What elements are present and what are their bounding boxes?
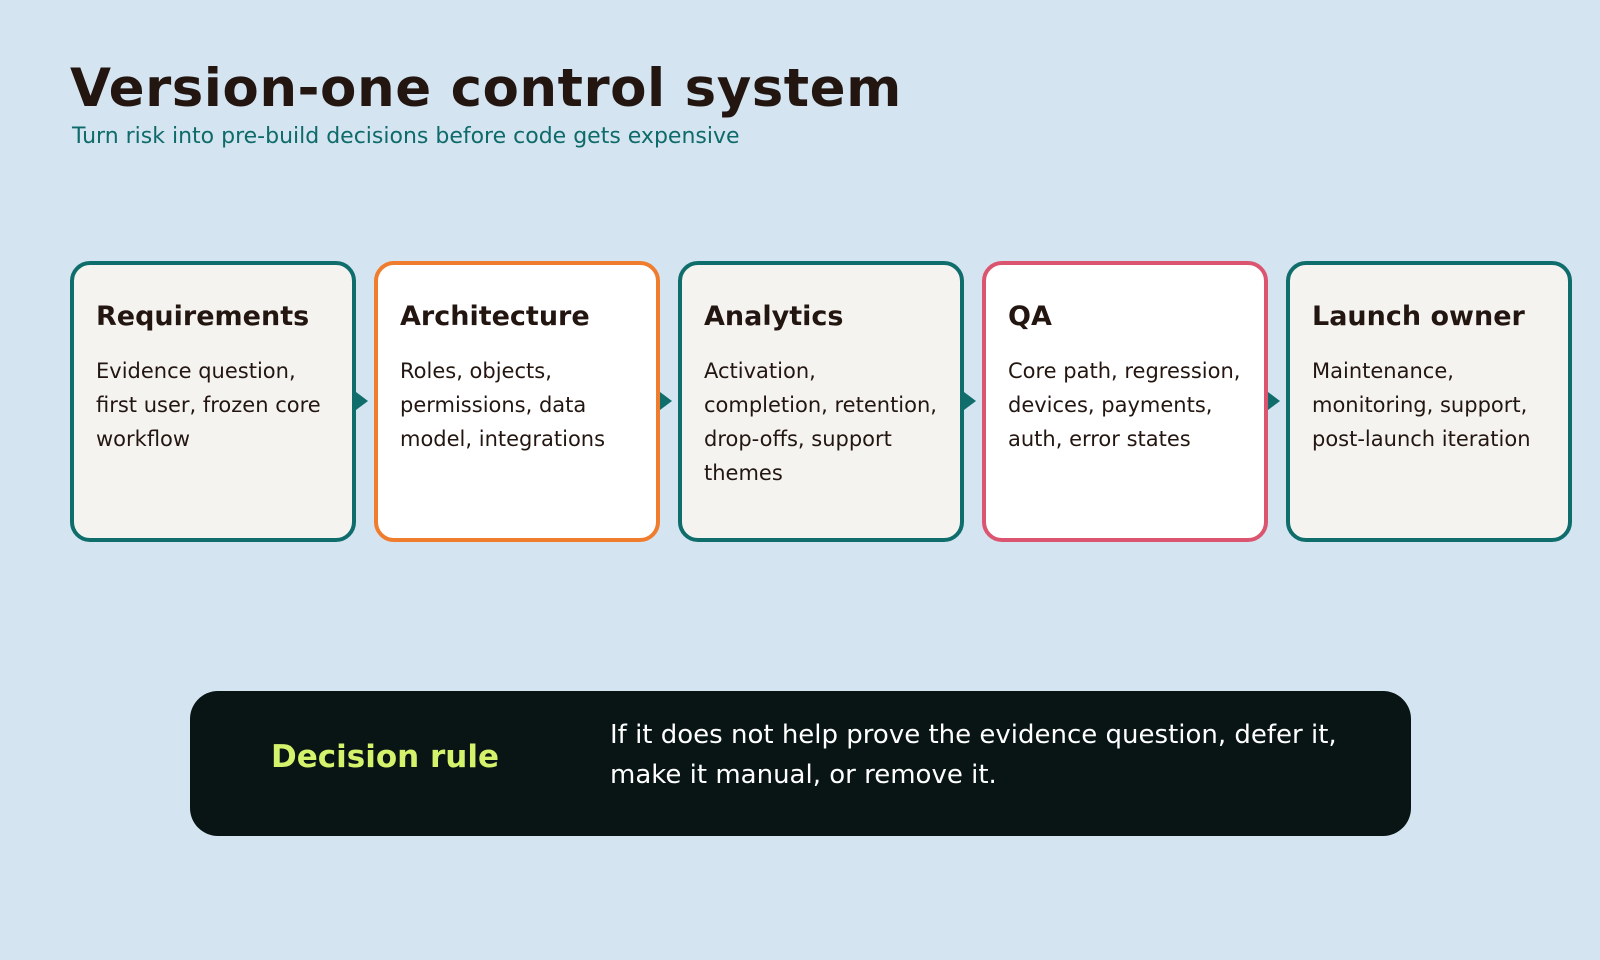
step-title: Launch owner: [1312, 301, 1525, 332]
page-subtitle: Turn risk into pre-build decisions befor…: [72, 124, 740, 149]
arrow-right-icon: [660, 392, 672, 410]
decision-rule-label: Decision rule: [271, 739, 500, 775]
step-card-analytics: Analytics Activation, completion, retent…: [678, 261, 964, 542]
step-card-requirements: Requirements Evidence question, first us…: [70, 261, 356, 542]
arrow-right-icon: [1268, 392, 1280, 410]
step-description: Activation, completion, retention, drop-…: [704, 359, 937, 485]
process-flow: Requirements Evidence question, first us…: [70, 261, 1572, 542]
page-title: Version-one control system: [70, 58, 902, 119]
step-title: Requirements: [96, 301, 310, 332]
decision-rule-panel: Decision rule If it does not help prove …: [190, 691, 1411, 836]
step-description: Evidence question, first user, frozen co…: [96, 359, 321, 451]
step-description: Roles, objects, permissions, data model,…: [400, 359, 606, 451]
step-description: Maintenance, monitoring, support, post-l…: [1312, 359, 1531, 451]
step-title: QA: [1008, 301, 1052, 332]
step-title: Architecture: [400, 301, 590, 332]
arrow-right-icon: [964, 392, 976, 410]
step-description: Core path, regression, devices, payments…: [1008, 359, 1241, 451]
step-card-architecture: Architecture Roles, objects, permissions…: [374, 261, 660, 542]
step-card-qa: QA Core path, regression, devices, payme…: [982, 261, 1268, 542]
arrow-right-icon: [356, 392, 368, 410]
decision-rule-text: If it does not help prove the evidence q…: [610, 720, 1337, 790]
step-card-launch-owner: Launch owner Maintenance, monitoring, su…: [1286, 261, 1572, 542]
step-title: Analytics: [704, 301, 844, 332]
